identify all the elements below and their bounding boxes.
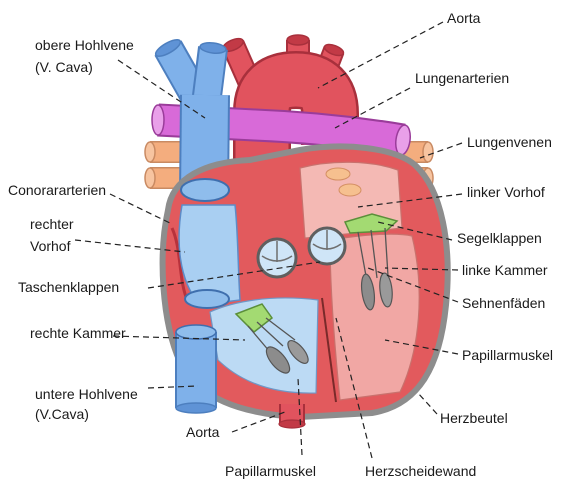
aorta-bottom-end <box>279 420 305 428</box>
label-semilunar-valves: Taschenklappen <box>18 279 119 295</box>
label-pulmonary-veins: Lungenvenen <box>467 134 552 150</box>
label-coronary-arteries: Conorararterien <box>8 182 106 198</box>
label-pulmonary-arteries: Lungenarterien <box>415 70 509 86</box>
label-pericardium: Herzbeutel <box>440 410 508 426</box>
svc-opening <box>181 179 229 201</box>
label-left-atrium: linker Vorhof <box>467 184 545 200</box>
label-inferior-vena-cava-line2: (V.Cava) <box>35 406 89 422</box>
ivc-bottom-end <box>176 403 216 413</box>
label-papillary-muscle-right: Papillarmuskel <box>462 347 553 363</box>
label-right-atrium-line2: Vorhof <box>30 238 71 254</box>
label-aorta-bottom: Aorta <box>186 424 220 440</box>
leader-pericardium <box>418 393 437 414</box>
label-atrioventricular-valves: Segelklappen <box>457 230 542 246</box>
pulmonary-vein-right-upper-end <box>423 142 433 162</box>
pulmonary-artery-left-end <box>152 105 164 135</box>
label-inferior-vena-cava-line1: untere Hohlvene <box>35 386 138 402</box>
label-right-ventricle: rechte Kammer <box>30 325 126 341</box>
label-left-ventricle: linke Kammer <box>462 262 548 278</box>
label-right-atrium-line1: rechter <box>30 216 74 232</box>
ivc-top <box>176 325 216 339</box>
pulmonary-vein-opening-1 <box>326 168 350 180</box>
pulmonary-vein-left-lower-end <box>145 168 155 188</box>
label-superior-vena-cava-line1: obere Hohlvene <box>35 37 134 53</box>
aorta-branch-middle-end <box>287 35 309 45</box>
label-septum: Herzscheidewand <box>365 463 476 479</box>
label-superior-vena-cava-line2: (V. Cava) <box>35 59 93 75</box>
leader-coronary-arteries <box>110 194 172 224</box>
label-papillary-muscle-bottom: Papillarmuskel <box>225 463 316 479</box>
pulmonary-vein-left-upper-end <box>145 142 155 162</box>
ivc-opening <box>185 290 229 308</box>
label-aorta-top: Aorta <box>447 10 481 26</box>
pulmonary-vein-opening-2 <box>339 184 361 196</box>
label-chordae-tendineae: Sehnenfäden <box>462 295 545 311</box>
